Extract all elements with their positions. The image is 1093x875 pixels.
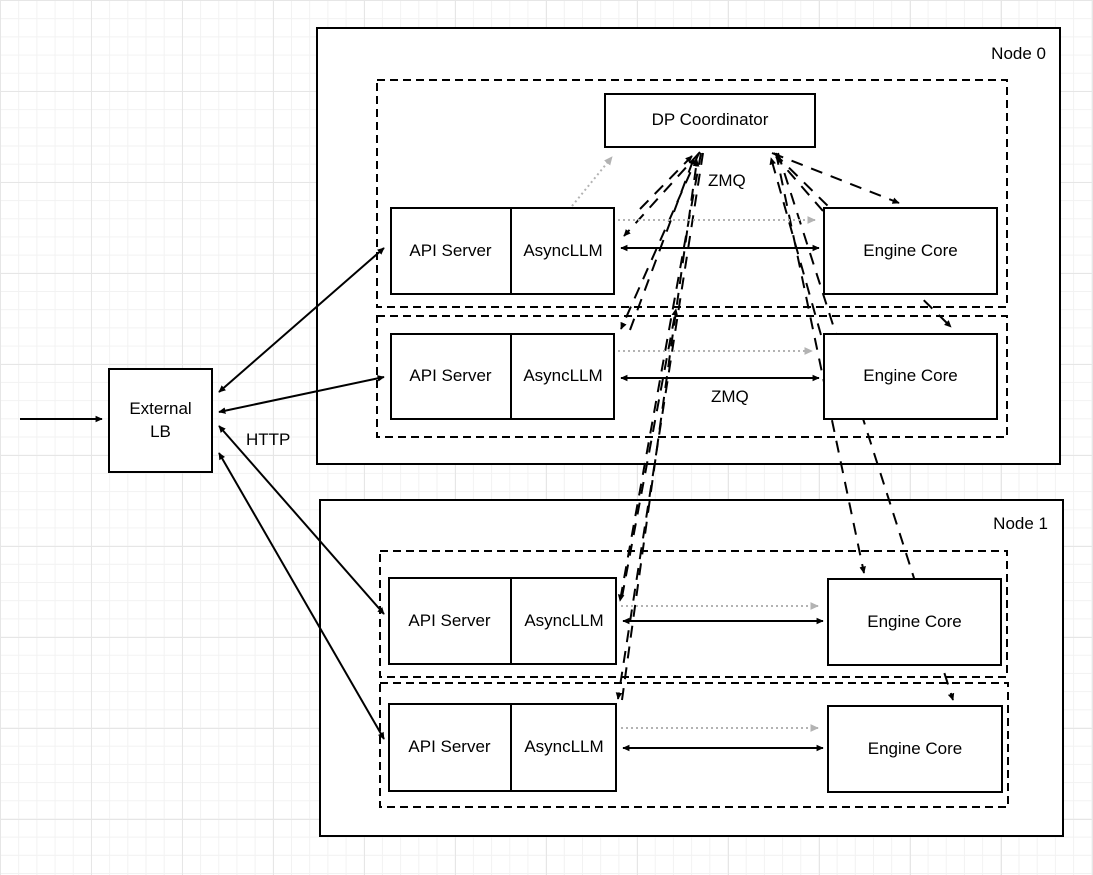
group-node0-row1 [376,79,1008,308]
external-lb-label-line1: External [129,399,192,419]
asyncllm-cell: AsyncLLM [512,209,614,293]
api-server-cell: API Server [391,335,512,418]
engine-core-box-node0-row2: Engine Core [823,333,998,420]
asyncllm-label: AsyncLLM [523,366,603,386]
dp-coordinator-label: DP Coordinator [651,110,769,130]
arrow-lb-api11 [218,452,385,740]
api-asyncllm-box-node0-row1: API Server AsyncLLM [390,207,615,295]
dashed-arrow-coordinator-to-asyncllm10 [617,152,702,602]
api-server-label: API Server [409,366,492,386]
api-server-cell: API Server [389,705,512,790]
asyncllm-cell: AsyncLLM [512,579,616,663]
api-server-cell: API Server [391,209,512,293]
api-server-cell: API Server [389,579,512,663]
dashed-arrow-asyncllm01-to-coordinator [629,157,695,331]
dashed-arrow-coordinator-to-asyncllm11 [615,152,704,700]
zmq-label-coordinator: ZMQ [708,171,746,190]
engine-core-box-node1-row1: Engine Core [827,578,1002,666]
group-node1-row2 [379,682,1009,808]
engine-core-box-node1-row2: Engine Core [827,705,1003,793]
api-asyncllm-box-node1-row1: API Server AsyncLLM [388,577,617,665]
dashed-arrow-coordinator-to-engine11 [777,152,955,701]
dashed-arrow-engine00-to-coordinator [775,156,824,212]
group-node0-row2 [376,315,1008,438]
engine-core-box-node0-row1: Engine Core [823,207,998,295]
api-server-label: API Server [408,610,491,630]
dashed-arrow-coordinator-to-asyncllm00 [623,151,701,237]
node0-label: Node 0 [991,44,1046,63]
dashed-arrow-coordinator-to-engine10 [775,152,866,574]
dashed-arrow-coordinator-to-asyncllm01 [620,152,700,330]
api-server-label: API Server [409,240,492,260]
zmq-label-row2: ZMQ [711,387,749,406]
asyncllm-label: AsyncLLM [524,737,604,757]
engine-core-label: Engine Core [867,738,963,758]
arrow-lb-api00 [218,247,385,393]
http-label: HTTP [246,430,291,449]
dp-coordinator-box: DP Coordinator [604,93,816,148]
external-lb-label-line2: LB [150,421,171,441]
api-asyncllm-box-node1-row2: API Server AsyncLLM [388,703,617,792]
engine-core-label: Engine Core [867,611,962,631]
asyncllm-label: AsyncLLM [524,610,604,630]
dashed-arrow-coordinator-to-engine00 [771,152,900,204]
node1-label: Node 1 [993,514,1048,533]
dotted-arrow-asyncllm00-to-coordinator [571,156,613,207]
asyncllm-cell: AsyncLLM [512,335,614,418]
asyncllm-label: AsyncLLM [523,240,603,260]
api-server-label: API Server [408,737,491,757]
api-asyncllm-box-node0-row2: API Server AsyncLLM [390,333,615,420]
engine-core-label: Engine Core [863,366,958,386]
dashed-arrow-asyncllm11-to-coordinator [621,159,700,701]
engine-core-label: Engine Core [863,240,958,260]
arrow-lb-api01 [218,375,385,414]
dashed-arrow-asyncllm10-to-coordinator [621,308,679,598]
asyncllm-cell: AsyncLLM [512,705,616,790]
external-lb-box: External LB [108,368,213,473]
